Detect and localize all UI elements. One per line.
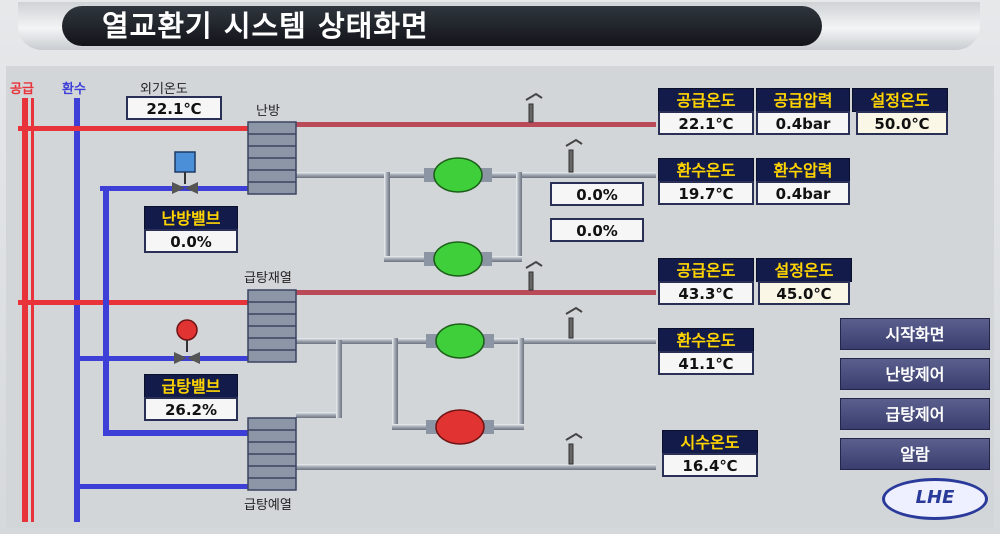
sensor-icon [568, 317, 574, 339]
logo-text: LHE [915, 487, 955, 508]
heating-pump-1 [424, 157, 492, 193]
heating-return-temp-value: 19.7℃ [658, 181, 754, 205]
hotwater-setpoint-header: 설정온도 [756, 258, 852, 282]
heating-supply-pressure-header: 공급압력 [756, 88, 850, 112]
hotwater-return-temp-header: 환수온도 [658, 328, 754, 352]
outdoor-temp-label: 외기온도 [140, 82, 188, 97]
heating-return-temp-header: 환수온도 [658, 158, 754, 182]
hotwater-valve-value: 26.2% [144, 397, 238, 421]
outdoor-temp-value: 22.1℃ [126, 96, 222, 120]
return-header-pipe [74, 98, 80, 522]
hotwater-reheat-exchanger [247, 289, 297, 363]
nav-alarm-button[interactable]: 알람 [840, 438, 990, 470]
nav-heating-control-button[interactable]: 난방제어 [840, 358, 990, 390]
heating-pump-2 [424, 241, 492, 277]
heating-setpoint-header: 설정온도 [852, 88, 948, 112]
sensor-icon [568, 149, 574, 173]
heating-supply-temp-value: 22.1℃ [658, 111, 754, 135]
hotwater-supply-temp-value: 43.3℃ [658, 281, 754, 305]
company-logo: LHE [882, 478, 988, 520]
hotwater-return-temp-value: 41.1℃ [658, 351, 754, 375]
hotwater-supply-pipe [296, 290, 656, 295]
heating-exchanger-label: 난방 [256, 104, 280, 119]
heating-setpoint-value[interactable]: 50.0℃ [856, 111, 948, 135]
return-legend: 환수 [62, 82, 86, 97]
hotwater-supply-temp-header: 공급온도 [658, 258, 754, 282]
heating-supply-pressure-value: 0.4bar [756, 111, 850, 135]
hotwater-pump-1 [426, 323, 494, 359]
heating-supply-temp-header: 공급온도 [658, 88, 754, 112]
heating-return-pressure-value: 0.4bar [756, 181, 850, 205]
nav-hotwater-control-button[interactable]: 급탕제어 [840, 398, 990, 430]
city-water-temp-header: 시수온도 [662, 430, 758, 454]
heating-valve-icon [172, 151, 198, 194]
city-water-temp-value: 16.4℃ [662, 453, 758, 477]
supply-legend: 공급 [10, 82, 34, 97]
hotwater-setpoint-value[interactable]: 45.0℃ [758, 281, 850, 305]
nav-home-button[interactable]: 시작화면 [840, 318, 990, 350]
heating-return-pressure-header: 환수압력 [756, 158, 850, 182]
hotwater-pump-2 [426, 409, 494, 445]
page-title: 열교환기 시스템 상태화면 [62, 6, 822, 46]
hotwater-preheat-exchanger [247, 417, 297, 491]
reheat-exchanger-label: 급탕재열 [244, 271, 292, 286]
heating-supply-pipe [296, 122, 656, 127]
hotwater-valve-header: 급탕밸브 [144, 374, 238, 398]
sensor-icon [528, 271, 534, 291]
heating-exchanger [247, 121, 297, 195]
hotwater-valve-icon [174, 319, 200, 364]
sensor-icon [528, 103, 534, 123]
preheat-exchanger-label: 급탕예열 [244, 498, 292, 513]
heating-valve-header: 난방밸브 [144, 206, 238, 230]
pump-output-1: 0.0% [550, 182, 644, 206]
pump-output-2: 0.0% [550, 218, 644, 242]
title-bar: 열교환기 시스템 상태화면 [18, 2, 980, 50]
heating-valve-value: 0.0% [144, 229, 238, 253]
supply-header-pipe [22, 98, 28, 522]
sensor-icon [568, 443, 574, 465]
